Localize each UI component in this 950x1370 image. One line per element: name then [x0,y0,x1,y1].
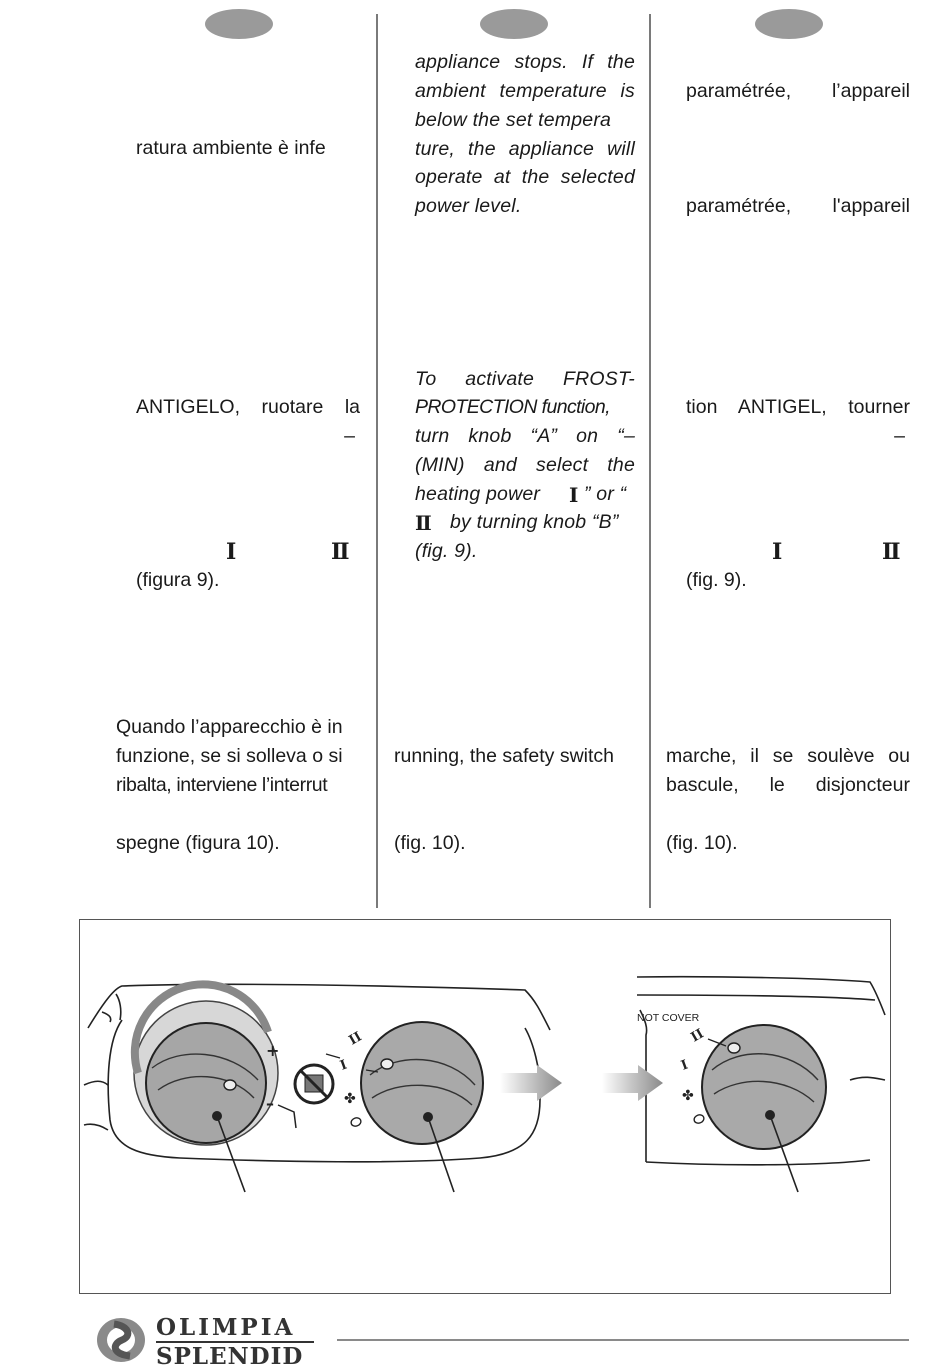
col2-frost-line: heating power [415,483,541,505]
brand-name-line1: OLIMPIA [156,1314,296,1341]
col3-safety-line: marche, il se soulève ou [666,745,910,767]
col3-power-one-symbol: I [772,539,783,565]
col2-text-line: appliance stops. If the [415,51,635,73]
col2-safety-line: (fig. 10). [394,832,466,854]
knob-b-two-label: II [347,1029,365,1048]
col2-text-line: operate at the selected [415,166,635,188]
col2-frost-line: To activate FROST- [415,368,635,390]
col1-text-line: ratura ambiente è infe [136,137,326,159]
col1-safety-line: ribalta, interviene l’interrut [116,774,328,796]
header-pill-french [755,9,823,39]
col3-safety-line: bascule, le disjoncteur [666,774,910,796]
col3-text-line: paramétrée, l'appareil [686,195,910,217]
brand-logo: OLIMPIA SPLENDID [94,1312,324,1370]
not-cover-label: NOT COVER [637,1012,700,1024]
col2-frost-line: (MIN) and select the [415,454,635,476]
brand-emblem-icon [97,1318,145,1362]
col1-min-symbol: – [344,425,355,447]
col1-safety-line: funzione, se si solleva o si [116,745,343,767]
knob-a-minus-label: – [266,1094,274,1113]
svg-text:✤: ✤ [682,1088,694,1104]
col2-power-two-symbol: II [415,511,432,535]
knob-b2-one-label: I [679,1058,690,1074]
brand-divider [156,1341,314,1343]
knob-a-plus-label: + [266,1041,279,1060]
column-divider-2 [649,14,651,908]
col3-min-symbol: – [894,425,905,447]
col1-safety-line: Quando l’apparecchio è in [116,716,343,738]
col2-frost-line: turn knob “A” on “– [415,425,635,447]
knob-b2-two-label: II [689,1026,707,1045]
col1-text-line: ANTIGELO, ruotare la [136,396,360,418]
col2-power-one-symbol: I [569,483,579,507]
col2-text-line: below the set tempera [415,109,612,131]
control-panel-figure: + – II I ✤ NOT COVER [79,919,891,1294]
control-panel-illustration: + – II I ✤ NOT COVER [83,975,886,1193]
col2-frost-line: (fig. 9). [415,540,478,562]
col3-safety-line: (fig. 10). [666,832,738,854]
col1-text-line: (figura 9). [136,569,220,591]
col3-text-line: (fig. 9). [686,569,747,591]
col1-safety-line: spegne (figura 10). [116,832,280,854]
col1-power-two-symbol: II [331,539,350,565]
header-pill-italian [205,9,273,39]
header-pill-english [480,9,548,39]
col2-text-line: power level. [415,195,522,217]
col1-power-one-symbol: I [226,539,237,565]
brand-name-line2: SPLENDID [156,1343,304,1370]
col2-frost-line: PROTECTION function, [415,396,611,418]
col2-frost-line: ” or “ [584,483,627,505]
col2-text-line: ture, the appliance will [415,138,635,160]
column-divider-1 [376,14,378,908]
col3-text-line: tion ANTIGEL, tourner [686,396,910,418]
col2-text-line: ambient temperature is [415,80,635,102]
col2-frost-line: by turning knob “B” [450,511,619,533]
col3-power-two-symbol: II [882,539,901,565]
svg-text:✤: ✤ [344,1091,356,1107]
footer-rule [337,1339,909,1341]
col3-text-line: paramétrée, l’appareil [686,80,910,102]
knob-b-one-label: I [338,1058,349,1074]
col2-safety-line: running, the safety switch [394,745,615,767]
